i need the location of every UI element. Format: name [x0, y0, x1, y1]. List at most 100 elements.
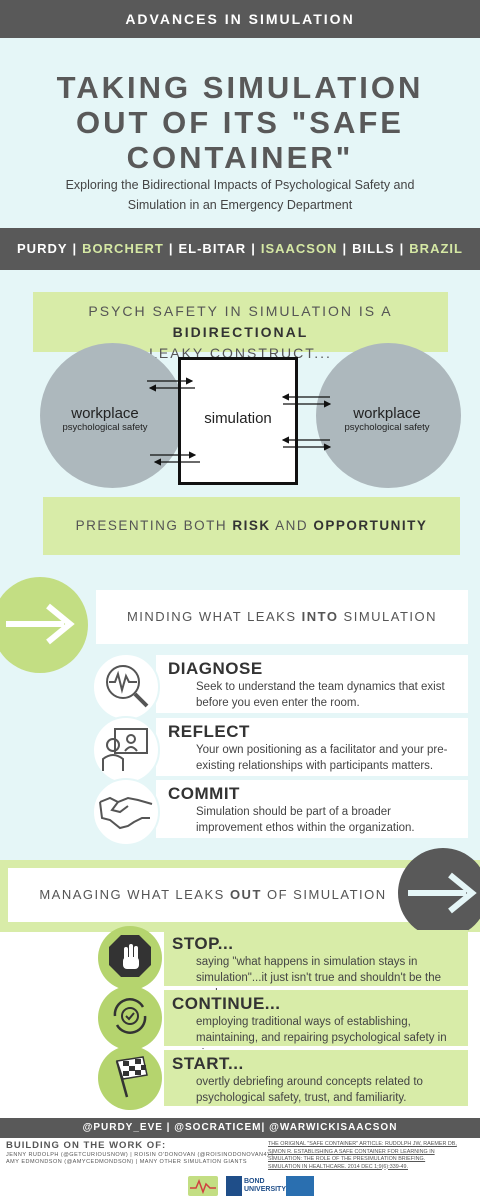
left-circle-sub: psychological safety: [62, 422, 148, 433]
managing-emphasis: OUT: [229, 887, 262, 902]
author-name: BRAZIL: [409, 241, 463, 256]
item-description: Simulation should be part of a broader im…: [196, 804, 464, 836]
title-section: [0, 38, 480, 228]
health-logo: [286, 1176, 314, 1196]
item-title: REFLECT: [168, 722, 250, 741]
item-desc-line: before you even enter the room.: [196, 697, 360, 709]
title-line: TAKING SIMULATION: [56, 70, 424, 105]
stop-hand-icon: [107, 933, 153, 984]
icon-circle: [98, 986, 162, 1050]
item-desc-line: overtly debriefing around concepts relat…: [196, 1076, 423, 1088]
psych-text: PSYCH SAFETY IN SIMULATION IS A: [88, 303, 393, 319]
page-title: TAKING SIMULATION OUT OF ITS "SAFE CONTA…: [20, 70, 460, 175]
author-name: BILLS: [352, 241, 395, 256]
item-desc-line: improvement ethos within the organizatio…: [196, 822, 415, 834]
author-separator: |: [399, 241, 405, 256]
reference-line: SIMULATION: THE ROLE OF THE PRESIMULATIO…: [268, 1156, 426, 1162]
item-description: saying "what happens in simulation stays…: [196, 954, 464, 1002]
building-line: JENNY RUDOLPH (@GETCURIOUSNOW) | ROISIN …: [6, 1152, 274, 1158]
strategy-item: [156, 718, 468, 776]
simulation-box: [178, 357, 298, 485]
item-desc-line: existing relationships with participants…: [196, 760, 434, 772]
item-desc-line: employing traditional ways of establishi…: [196, 1016, 411, 1028]
subtitle: Exploring the Bidirectional Impacts of P…: [65, 178, 415, 212]
psych-safety-banner: PSYCH SAFETY IN SIMULATION IS A BIDIRECT…: [33, 292, 448, 361]
bond-crest: [226, 1176, 242, 1196]
item-title: START...: [172, 1054, 244, 1073]
icon-circle: [92, 778, 160, 846]
reference-text: THE ORIGINAL "SAFE CONTAINER" ARTICLE: R…: [268, 1141, 457, 1171]
risk-opportunity-banner: PRESENTING BOTH RISK AND OPPORTUNITY: [43, 497, 460, 555]
journal-header: ADVANCES IN SIMULATION: [0, 0, 480, 38]
managing-text: MANAGING WHAT LEAKS: [39, 887, 230, 902]
diagnose-icon: [101, 660, 151, 715]
strategy-item: [164, 990, 468, 1046]
managing-banner: MANAGING WHAT LEAKS OUT OF SIMULATION: [8, 868, 418, 922]
author-separator: |: [168, 241, 174, 256]
bond-line: BOND: [244, 1178, 265, 1185]
icon-circle: [92, 716, 160, 784]
present-risk: RISK: [232, 518, 271, 533]
handshake-icon: [98, 790, 154, 835]
simulation-label: simulation: [204, 410, 272, 427]
item-desc-line: Seek to understand the team dynamics tha…: [196, 681, 445, 693]
sim-logo: [188, 1176, 218, 1196]
handles-bar: @PURDY_EVE | @SOCRATICEM| @WARWICKISAACS…: [0, 1118, 480, 1138]
author-name: EL-BITAR: [178, 241, 247, 256]
strategy-item: [156, 780, 468, 838]
authors-bar: PURDY | BORCHERT | EL-BITAR | ISAACSON | BILLS | B…: [0, 228, 480, 270]
right-circle-sub: psychological safety: [344, 422, 430, 433]
strategy-item: [164, 1050, 468, 1106]
icon-circle: [98, 926, 162, 990]
title-line: OUT OF ITS "SAFE: [76, 105, 404, 140]
bond-line: UNIVERSITY: [244, 1186, 287, 1193]
reference-line: SIMON R. ESTABLISHING A SAFE CONTAINER F…: [268, 1148, 435, 1155]
item-title: COMMIT: [168, 784, 240, 803]
present-text: PRESENTING BOTH: [75, 518, 233, 533]
item-desc-line: Simulation should be part of a broader: [196, 806, 391, 818]
item-title: DIAGNOSE: [168, 659, 263, 678]
author-name: PURDY: [17, 241, 68, 256]
author-separator: |: [251, 241, 256, 256]
author-separator: |: [72, 241, 78, 256]
left-circle-label: workplace psychological safety: [40, 405, 170, 433]
item-desc-line: saying "what happens in simulation stays…: [196, 956, 418, 968]
item-desc-line: Your own positioning as a facilitator an…: [196, 744, 448, 756]
title-line: CONTAINER": [126, 140, 354, 175]
right-circle: [316, 343, 461, 488]
present-text: AND: [270, 518, 314, 533]
item-description: overtly debriefing around concepts relat…: [196, 1074, 464, 1106]
building-line: AMY EDMONDSON (@AMYCEDMONDSON) | MANY OT…: [6, 1159, 248, 1165]
reference-line: SIMULATION IN HEALTHCARE. 2014 DEC 1;9(6…: [268, 1163, 409, 1170]
bond-logo-text: BOND UNIVERSITY: [244, 1178, 286, 1194]
reference-line: THE ORIGINAL "SAFE CONTAINER" ARTICLE: R…: [268, 1141, 457, 1147]
checkered-flag-icon: [107, 1053, 153, 1104]
building-heading: BUILDING ON THE WORK OF:: [6, 1140, 167, 1151]
arrow-right-icon: [408, 872, 477, 914]
item-description: Seek to understand the team dynamics tha…: [196, 679, 464, 711]
managing-text: OF SIMULATION: [261, 887, 387, 902]
right-circle-title: workplace: [353, 405, 421, 422]
icon-circle: [98, 1046, 162, 1110]
author-name: ISAACSON: [260, 241, 338, 256]
minding-text: SIMULATION: [338, 609, 438, 624]
item-description: Your own positioning as a facilitator an…: [196, 742, 464, 774]
leak-arrows: [147, 377, 332, 466]
footer: BUILDING ON THE WORK OF: JENNY RUDOLPH (…: [0, 1138, 480, 1200]
right-circle-label: workplace psychological safety: [322, 405, 452, 433]
author-name: BORCHERT: [82, 241, 164, 256]
item-title: STOP...: [172, 934, 234, 953]
presenter-icon: [101, 723, 151, 778]
psych-emphasis: BIDIRECTIONAL: [172, 324, 309, 340]
item-title: CONTINUE...: [172, 994, 281, 1013]
icon-circle: [92, 653, 160, 721]
author-separator: |: [342, 241, 348, 256]
minding-text: MINDING WHAT LEAKS: [126, 609, 302, 624]
left-circle-title: workplace: [71, 405, 139, 422]
present-opportunity: OPPORTUNITY: [313, 518, 428, 533]
strategy-item: [164, 930, 468, 986]
strategy-item: [156, 655, 468, 713]
arrow-right-icon: [6, 603, 75, 645]
cycle-check-icon: [107, 993, 153, 1044]
minding-emphasis: INTO: [301, 609, 339, 624]
